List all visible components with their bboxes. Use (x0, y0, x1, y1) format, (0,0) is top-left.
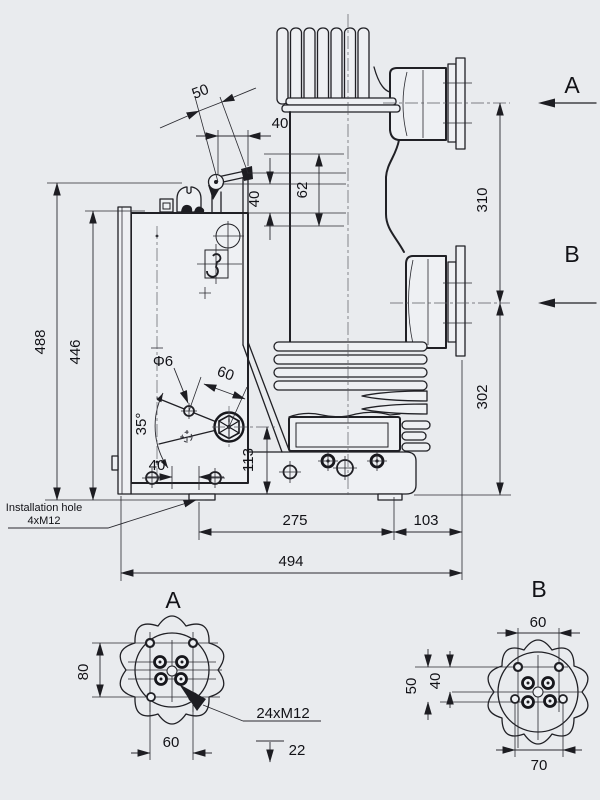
breaker-body (273, 27, 472, 452)
dim-body-offset: 62 (294, 182, 311, 199)
lower-sheds (273, 341, 428, 415)
dim-rotation-angle: 35° (133, 413, 150, 436)
dim-lever-span-top: 40 (272, 115, 289, 132)
section-arrow-b: B (538, 241, 597, 308)
detail-a-depth: 22 (289, 742, 306, 759)
detail-view-b: B 60 50 40 70 (403, 576, 589, 774)
dim-foot-offset: 40 (149, 457, 166, 474)
dim-frame-height: 446 (67, 339, 84, 364)
left-foot (188, 493, 216, 501)
detail-b-title: B (531, 576, 546, 602)
depth-symbol (256, 740, 284, 763)
dim-terminal-to-base: 302 (474, 384, 491, 409)
thread-leader-arrow (179, 684, 206, 711)
detail-view-a: A 80 60 24xM12 22 (75, 587, 321, 763)
dimensions: 488 446 50 40 40 62 310 302 A (6, 72, 597, 581)
section-arrow-a: A (538, 72, 597, 108)
dim-pin-hole-dia: Φ6 (153, 353, 173, 370)
right-foot (377, 493, 403, 501)
dim-lever-height: 40 (246, 191, 263, 208)
detail-b-dim-outer-height: 50 (403, 678, 420, 695)
installation-note-line2: 4xM12 (27, 515, 60, 527)
section-b-label: B (564, 241, 579, 267)
cap-component (176, 186, 202, 213)
section-a-label: A (564, 72, 580, 98)
top-fins (276, 27, 370, 105)
detail-a-title: A (165, 587, 181, 613)
dim-shaft-to-hole: 60 (215, 363, 236, 385)
mounting-plate (117, 206, 132, 495)
lower-flange (447, 261, 457, 343)
top-cap (285, 97, 397, 106)
dim-overall-width: 494 (278, 553, 303, 570)
upper-terminal-boss (389, 67, 447, 141)
detail-a-thread-spec: 24xM12 (256, 705, 309, 722)
dim-terminal-spacing: 310 (474, 187, 491, 212)
installation-note: Installation hole 4xM12 (6, 499, 197, 529)
plate-tab (111, 455, 119, 471)
dim-shaft-height: 113 (240, 448, 257, 472)
detail-a-dim-height: 80 (75, 664, 92, 681)
dim-overall-height: 488 (32, 329, 49, 354)
installation-note-line1: Installation hole (6, 502, 82, 514)
lower-bushing-fins (401, 420, 431, 452)
detail-b-dim-bottom: 70 (531, 757, 548, 774)
lower-terminal-boss (405, 255, 447, 349)
detail-b-dim-inner-height: 40 (427, 673, 444, 690)
dim-foot-spacing: 275 (282, 512, 307, 529)
dim-lever-length: 50 (190, 81, 212, 103)
dim-base-overhang: 103 (413, 512, 438, 529)
detail-a-dim-width: 60 (163, 734, 180, 751)
detail-b-dim-top: 60 (530, 614, 547, 631)
support-strut (242, 341, 290, 453)
